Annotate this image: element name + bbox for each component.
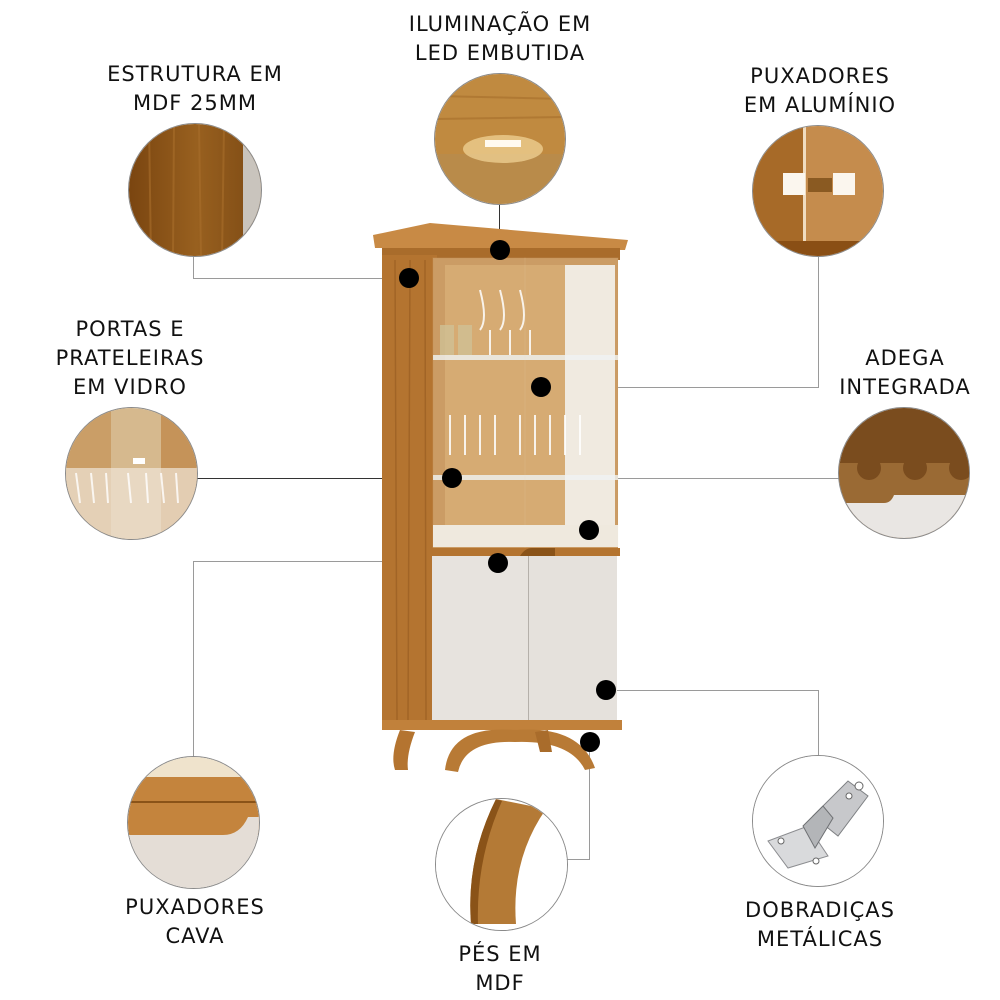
detail-adega-integrada xyxy=(838,407,970,539)
led-light-image xyxy=(435,74,565,204)
connector-portas-vidro xyxy=(197,478,452,479)
marker-pes[interactable] xyxy=(580,732,600,752)
glass-shelves-image xyxy=(66,408,197,539)
marker-portas-vidro[interactable] xyxy=(442,468,462,488)
detail-estrutura-mdf xyxy=(128,123,262,257)
connector-puxadores-cava xyxy=(193,561,194,776)
connector-puxadores-aluminio xyxy=(540,387,819,388)
connector-pes xyxy=(566,859,590,860)
connector-dobradicas xyxy=(607,690,819,691)
detail-iluminacao-led xyxy=(434,73,566,205)
label-iluminacao-led: ILUMINAÇÃO EM LED EMBUTIDA xyxy=(408,12,592,65)
label-pes-mdf: PÉS EM MDF xyxy=(458,942,542,995)
connector-puxadores-aluminio xyxy=(818,255,819,387)
connector-estrutura xyxy=(193,255,194,279)
connector-adega xyxy=(589,478,839,479)
label-estrutura-mdf: ESTRUTURA EM MDF 25MM xyxy=(107,62,283,115)
detail-portas-vidro xyxy=(65,407,198,540)
label-dobradicas-metalicas: DOBRADIÇAS METÁLICAS xyxy=(745,898,895,951)
marker-iluminacao[interactable] xyxy=(490,240,510,260)
connector-dobradicas xyxy=(818,690,819,756)
marker-dobradicas[interactable] xyxy=(596,680,616,700)
detail-pes-mdf xyxy=(435,798,568,931)
marker-puxadores-aluminio[interactable] xyxy=(531,377,551,397)
connector-estrutura xyxy=(193,278,411,279)
detail-dobradicas-metalicas xyxy=(752,755,884,887)
detail-puxadores-aluminio xyxy=(752,125,884,257)
connector-pes xyxy=(589,742,590,860)
marker-puxadores-cava[interactable] xyxy=(488,553,508,573)
cabinet-product-image xyxy=(370,220,635,780)
cava-handle-image xyxy=(128,757,259,888)
wood-grain-image xyxy=(129,124,261,256)
detail-puxadores-cava xyxy=(127,756,260,889)
label-portas-vidro: PORTAS E PRATELEIRAS EM VIDRO xyxy=(55,317,205,399)
wooden-leg-image xyxy=(436,799,567,930)
marker-estrutura[interactable] xyxy=(399,268,419,288)
aluminum-handle-image xyxy=(753,126,883,256)
connector-puxadores-cava xyxy=(193,561,498,562)
connector-iluminacao xyxy=(499,205,500,250)
wine-rack-image xyxy=(839,408,969,538)
label-puxadores-cava: PUXADORES CAVA xyxy=(125,895,265,948)
metal-hinge-image xyxy=(753,756,883,886)
marker-adega[interactable] xyxy=(579,520,599,540)
label-puxadores-aluminio: PUXADORES EM ALUMÍNIO xyxy=(743,64,897,117)
label-adega-integrada: ADEGA INTEGRADA xyxy=(839,346,971,399)
